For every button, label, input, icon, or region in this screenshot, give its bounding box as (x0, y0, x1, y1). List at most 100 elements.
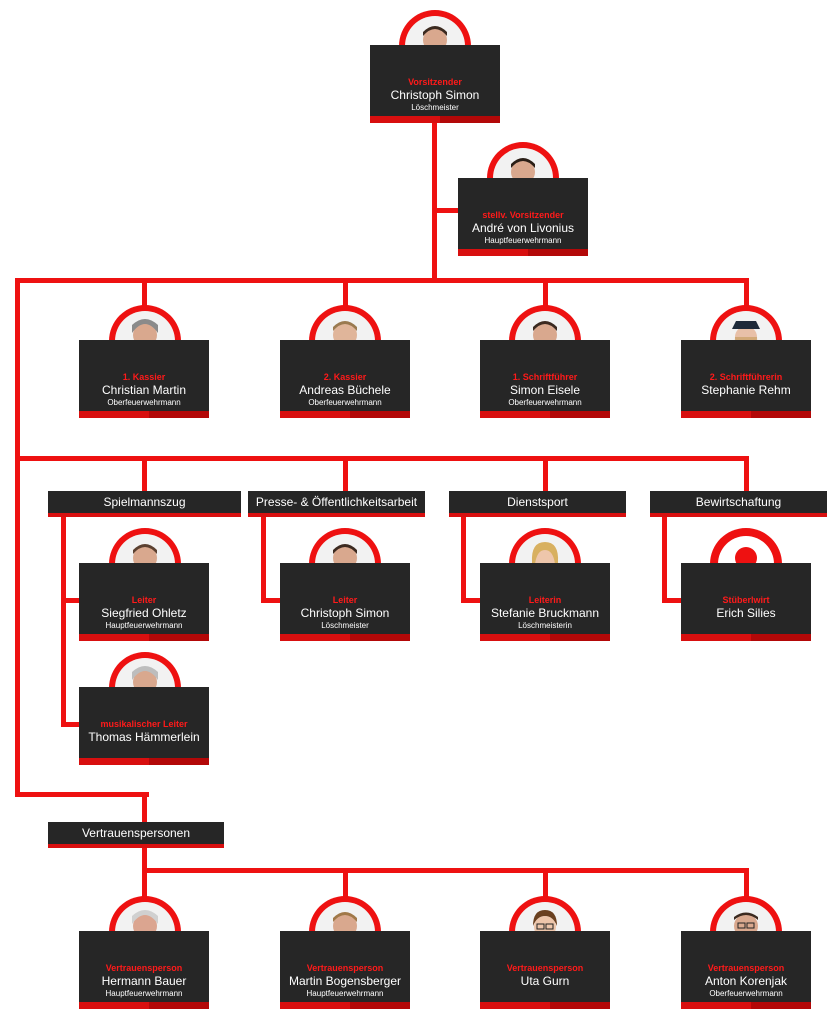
member-card-department: Leiter Christoph Simon Löschmeister (280, 563, 410, 641)
role-label: Leiterin (528, 595, 562, 605)
member-name: Hermann Bauer (101, 974, 187, 988)
member-name: Andreas Büchele (299, 383, 391, 397)
member-card-chair: Vorsitzender Christoph Simon Löschmeiste… (370, 45, 500, 123)
connector-line (61, 515, 66, 727)
role-label: Stüberlwirt (722, 595, 770, 605)
connector-line (437, 208, 459, 213)
card-stripe (79, 1002, 209, 1009)
connector-line (662, 598, 682, 603)
card-stripe (458, 249, 588, 256)
member-rank: Löschmeisterin (518, 621, 572, 630)
member-name: Christoph Simon (300, 606, 390, 620)
connector-line (261, 515, 266, 603)
role-label: Vertrauensperson (707, 963, 785, 973)
role-label: Leiter (332, 595, 358, 605)
connector-line (15, 278, 749, 283)
member-card-department: Stüberlwirt Erich Silies (681, 563, 811, 641)
connector-line (343, 868, 348, 904)
connector-line (261, 598, 281, 603)
member-card-officer: 2. Kassier Andreas Büchele Oberfeuerwehr… (280, 340, 410, 418)
card-stripe (480, 634, 610, 641)
member-name: Thomas Hämmerlein (88, 730, 200, 744)
connector-line (461, 515, 466, 603)
member-card-trust: Vertrauensperson Anton Korenjak Oberfeue… (681, 931, 811, 1009)
connector-line (744, 456, 749, 492)
connector-line (142, 868, 749, 873)
role-label: 1. Kassier (122, 372, 166, 382)
role-label: Vertrauensperson (506, 963, 584, 973)
member-name: Christian Martin (101, 383, 187, 397)
card-stripe (280, 1002, 410, 1009)
member-name: Stefanie Bruckmann (490, 606, 600, 620)
member-card-trust: Vertrauensperson Uta Gurn (480, 931, 610, 1009)
member-rank: Löschmeister (411, 103, 459, 112)
card-stripe (79, 758, 209, 765)
department-header: Bewirtschaftung (650, 491, 827, 517)
role-label: 2. Kassier (323, 372, 367, 382)
connector-line (142, 846, 147, 936)
role-label: 2. Schriftführerin (709, 372, 783, 382)
member-rank: Oberfeuerwehrmann (308, 398, 382, 407)
member-card-department: musikalischer Leiter Thomas Hämmerlein (79, 687, 209, 765)
member-card-trust: Vertrauensperson Hermann Bauer Hauptfeue… (79, 931, 209, 1009)
trust-header: Vertrauenspersonen (48, 822, 224, 848)
card-stripe (370, 116, 500, 123)
role-label: 1. Schriftführer (512, 372, 578, 382)
member-name: Erich Silies (716, 606, 776, 620)
member-card-officer: 1. Kassier Christian Martin Oberfeuerweh… (79, 340, 209, 418)
member-rank: Hauptfeuerwehrmann (306, 989, 384, 998)
member-card-trust: Vertrauensperson Martin Bogensberger Hau… (280, 931, 410, 1009)
member-rank: Hauptfeuerwehrmann (105, 621, 183, 630)
connector-line (15, 456, 749, 461)
member-name: Stephanie Rehm (701, 383, 791, 397)
member-name: Simon Eisele (509, 383, 581, 397)
card-stripe (681, 411, 811, 418)
member-card-department: Leiter Siegfried Ohletz Hauptfeuerwehrma… (79, 563, 209, 641)
member-name: Uta Gurn (520, 974, 570, 988)
connector-line (142, 278, 147, 308)
card-stripe (79, 411, 209, 418)
card-stripe (681, 634, 811, 641)
card-stripe (280, 411, 410, 418)
connector-line (15, 792, 149, 797)
member-rank: Löschmeister (321, 621, 369, 630)
connector-line (142, 456, 147, 492)
connector-line (343, 278, 348, 308)
connector-line (543, 456, 548, 492)
role-label: stellv. Vorsitzender (482, 210, 564, 220)
connector-line (744, 278, 749, 308)
role-label: Vertrauensperson (306, 963, 384, 973)
connector-line (543, 868, 548, 904)
member-rank: Hauptfeuerwehrmann (484, 236, 562, 245)
member-name: Anton Korenjak (704, 974, 788, 988)
connector-line (142, 792, 147, 822)
member-name: Siegfried Ohletz (101, 606, 187, 620)
connector-line (61, 598, 81, 603)
card-stripe (480, 1002, 610, 1009)
connector-line (744, 868, 749, 904)
member-rank: Hauptfeuerwehrmann (105, 989, 183, 998)
connector-line (662, 515, 667, 603)
department-header: Dienstsport (449, 491, 626, 517)
department-header: Spielmannszug (48, 491, 241, 517)
member-rank: Oberfeuerwehrmann (107, 398, 181, 407)
member-name: Christoph Simon (390, 88, 480, 102)
member-rank: Oberfeuerwehrmann (508, 398, 582, 407)
card-stripe (480, 411, 610, 418)
member-name: André von Livonius (471, 221, 575, 235)
connector-line (343, 456, 348, 492)
connector-line (61, 722, 81, 727)
member-card-officer: 2. Schriftführerin Stephanie Rehm (681, 340, 811, 418)
role-label: Vertrauensperson (105, 963, 183, 973)
member-card-deputy: stellv. Vorsitzender André von Livonius … (458, 178, 588, 256)
member-card-officer: 1. Schriftführer Simon Eisele Oberfeuerw… (480, 340, 610, 418)
member-rank: Oberfeuerwehrmann (709, 989, 783, 998)
connector-line (543, 278, 548, 308)
department-header: Presse- & Öffentlichkeitsarbeit (248, 491, 425, 517)
connector-line (461, 598, 481, 603)
member-name: Martin Bogensberger (288, 974, 402, 988)
member-card-department: Leiterin Stefanie Bruckmann Löschmeister… (480, 563, 610, 641)
connector-line (15, 278, 20, 796)
role-label: Vorsitzender (408, 77, 462, 87)
connector-line (432, 120, 437, 282)
